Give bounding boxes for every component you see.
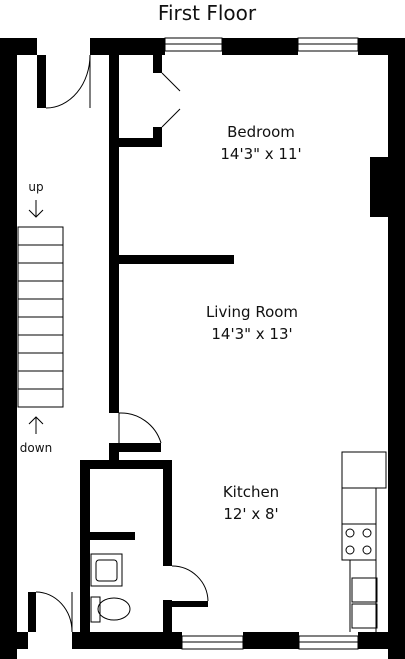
plan-title: First Floor	[158, 1, 257, 25]
sink-icon	[90, 553, 123, 587]
kitchen-counter	[341, 451, 387, 632]
bedroom-dims: 14'3" x 11'	[220, 145, 301, 163]
stairs-icon	[17, 226, 64, 408]
doors	[35, 54, 209, 633]
stairs-down-label: down	[20, 441, 52, 455]
kitchen-dims: 12' x 8'	[223, 505, 278, 523]
arrow-down-icon	[28, 200, 44, 218]
chimney	[370, 157, 390, 217]
interior-walls	[28, 55, 234, 632]
windows	[164, 37, 359, 650]
stairs-up-label: up	[28, 180, 43, 194]
stove-icon	[341, 523, 377, 561]
exterior-walls	[0, 38, 405, 659]
living-room-dims: 14'3" x 13'	[211, 325, 292, 343]
bedroom-name: Bedroom	[227, 123, 295, 141]
fridge-icon	[351, 577, 378, 629]
living-room-name: Living Room	[206, 303, 298, 321]
arrow-up-icon	[28, 416, 44, 434]
kitchen-name: Kitchen	[223, 483, 279, 501]
toilet-icon	[90, 596, 131, 623]
